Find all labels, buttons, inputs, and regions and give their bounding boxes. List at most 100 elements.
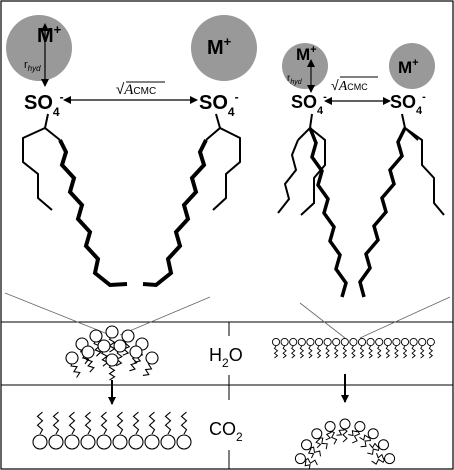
reverse-micelle-h2o (65, 325, 159, 381)
monolayer-tail (180, 411, 188, 435)
monolayer-headgroup (64, 434, 80, 450)
surfactant-tails-left-2 (142, 113, 241, 288)
monolayer-h2o-right (271, 337, 435, 359)
dense-tail (428, 345, 434, 359)
dense-tail (368, 345, 373, 359)
dense-tail (299, 345, 305, 359)
micelle-tail (115, 349, 123, 367)
micelle-headgroup (65, 351, 79, 365)
monolayer-headgroup (48, 434, 64, 450)
sulfate-label-left-1: SO4- (24, 90, 64, 119)
monolayer-headgroup (144, 434, 160, 450)
micelle-tail (85, 355, 95, 373)
monolayer-headgroup (96, 434, 112, 450)
micelle-headgroup (145, 351, 159, 365)
monolayer-headgroup (176, 434, 192, 450)
dense-tail (273, 345, 279, 359)
monolayer-tail (68, 411, 76, 435)
phase-label-co2: CO2 (209, 419, 243, 444)
micelle-tail (108, 335, 116, 353)
aggregate-headgroup (354, 421, 366, 432)
sulfate-label-left-2: SO4- (199, 90, 239, 119)
micelle-tail (108, 363, 116, 381)
dense-headgroup (426, 337, 435, 347)
dense-headgroup (340, 337, 349, 347)
micelle-tail (129, 355, 138, 372)
micelle-headgroup (89, 329, 103, 343)
aggregate-headgroup (301, 439, 312, 451)
dense-headgroup (271, 337, 281, 347)
area-label-right: √ACMC (331, 77, 368, 94)
dense-headgroup (383, 337, 392, 347)
aggregate-headgroup (384, 453, 396, 465)
micelle-tail (93, 339, 102, 357)
micelle-tail (122, 339, 131, 356)
dense-headgroup (323, 337, 332, 347)
monolayer-co2-left (32, 411, 192, 450)
aggregate-headgroup (339, 418, 351, 430)
aggregate-headgroup (324, 421, 336, 432)
cation-circle-right-1 (282, 43, 328, 89)
monolayer-headgroup (128, 434, 144, 450)
surfactant-tails-right-2 (358, 113, 445, 298)
phase-label-water: H2O (209, 345, 243, 370)
dense-tail (290, 345, 296, 359)
monolayer-headgroup (32, 434, 48, 450)
monolayer-tail (100, 411, 108, 435)
dense-tail (316, 345, 322, 359)
monolayer-tail (116, 411, 124, 435)
micelle-co2-right (294, 418, 396, 470)
dense-tail (411, 345, 416, 359)
monolayer-headgroup (112, 434, 128, 450)
dense-tail (325, 345, 330, 359)
dense-headgroup (332, 337, 341, 347)
aggregate-headgroup (378, 439, 389, 451)
dense-headgroup (375, 337, 384, 347)
dense-headgroup (409, 337, 418, 347)
dense-headgroup (289, 337, 298, 347)
dense-headgroup (418, 337, 427, 347)
monolayer-tail (164, 411, 172, 435)
dense-tail (394, 345, 399, 359)
dense-tail (308, 345, 313, 359)
sulfate-label-right-2: SO4- (390, 91, 426, 117)
dense-tail (402, 345, 408, 359)
dense-headgroup (280, 337, 289, 347)
dense-headgroup (357, 337, 367, 347)
dense-headgroup (314, 337, 324, 347)
dense-tail (351, 345, 356, 359)
aggregate-headgroup (311, 428, 323, 440)
monolayer-tail (84, 411, 92, 435)
micelle-headgroup (129, 345, 143, 359)
monolayer-tail (148, 411, 156, 435)
cation-label-left-2: M+ (207, 34, 232, 59)
dense-tail (333, 345, 339, 359)
area-label-left: √ACMC (116, 81, 156, 98)
monolayer-headgroup (160, 434, 176, 450)
hydrated-radius-label-right: rhyd (287, 73, 303, 86)
cation-circle-left-2 (191, 15, 257, 81)
surfactant-tails-left-1 (22, 113, 128, 288)
micelle-headgroup (105, 353, 119, 367)
dense-headgroup (400, 337, 410, 347)
monolayer-tail (36, 411, 44, 435)
micelle-headgroup (121, 329, 135, 343)
cation-label-right-1: M+ (296, 44, 317, 64)
surfactant-tails-right-1 (277, 113, 348, 298)
aggregate-headgroup (367, 428, 379, 440)
monolayer-tail (52, 411, 60, 435)
dense-tail (282, 345, 287, 359)
dense-headgroup (349, 337, 358, 347)
dense-headgroup (366, 337, 375, 347)
dense-tail (359, 345, 365, 359)
dense-tail (376, 345, 382, 359)
monolayer-headgroup (80, 434, 96, 450)
micelle-headgroup (105, 325, 119, 339)
dense-tail (419, 345, 425, 359)
cation-circle-right-2 (389, 43, 435, 89)
dense-headgroup (392, 337, 401, 347)
cation-label-right-2: M+ (398, 57, 419, 77)
